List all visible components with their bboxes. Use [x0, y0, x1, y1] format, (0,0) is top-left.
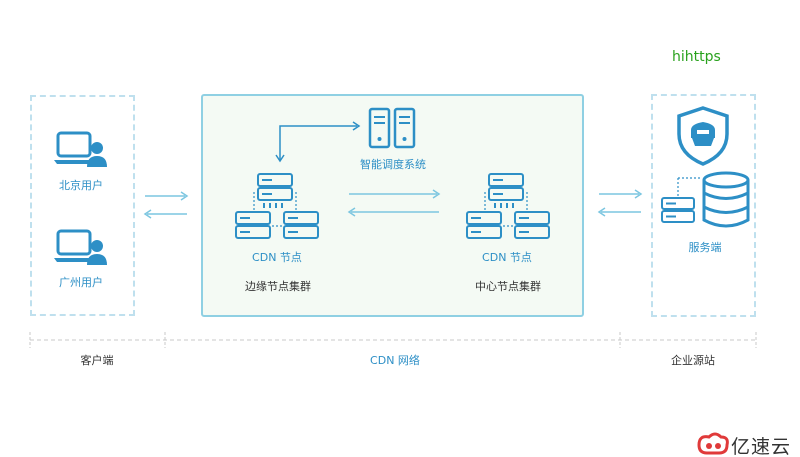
client-box	[30, 95, 135, 316]
watermark-text: hihttps	[672, 49, 721, 65]
scheduler-label: 智能调度系统	[360, 158, 426, 171]
guangzhou-user-icon	[54, 229, 107, 265]
cdn-section-label: CDN 网络	[370, 354, 420, 367]
client-cdn-arrows	[143, 191, 189, 219]
section-divider	[29, 332, 757, 348]
database-icon	[661, 171, 750, 228]
origin-section-label: 企业源站	[671, 354, 715, 367]
server-label: 服务端	[688, 241, 722, 254]
edge-center-arrows	[347, 189, 441, 217]
edge-node-label: CDN 节点	[252, 251, 302, 264]
shield-icon	[677, 106, 729, 166]
beijing-user-icon	[54, 131, 107, 167]
scheduler-server-icon	[368, 107, 416, 149]
center-cluster-icon	[466, 173, 550, 239]
guangzhou-user-label: 广州用户	[59, 276, 103, 289]
cdn-origin-arrows	[597, 189, 643, 217]
yisuyun-logo-icon	[697, 432, 729, 455]
client-section-label: 客户端	[80, 354, 114, 367]
edge-cluster-label: 边缘节点集群	[245, 280, 311, 293]
scheduler-arrow	[275, 121, 361, 163]
origin-box	[651, 94, 756, 317]
center-cluster-label: 中心节点集群	[475, 280, 541, 293]
beijing-user-label: 北京用户	[59, 179, 103, 192]
yisuyun-logo-text: 亿速云	[731, 436, 792, 457]
center-node-label: CDN 节点	[482, 251, 532, 264]
edge-cluster-icon	[235, 173, 319, 239]
